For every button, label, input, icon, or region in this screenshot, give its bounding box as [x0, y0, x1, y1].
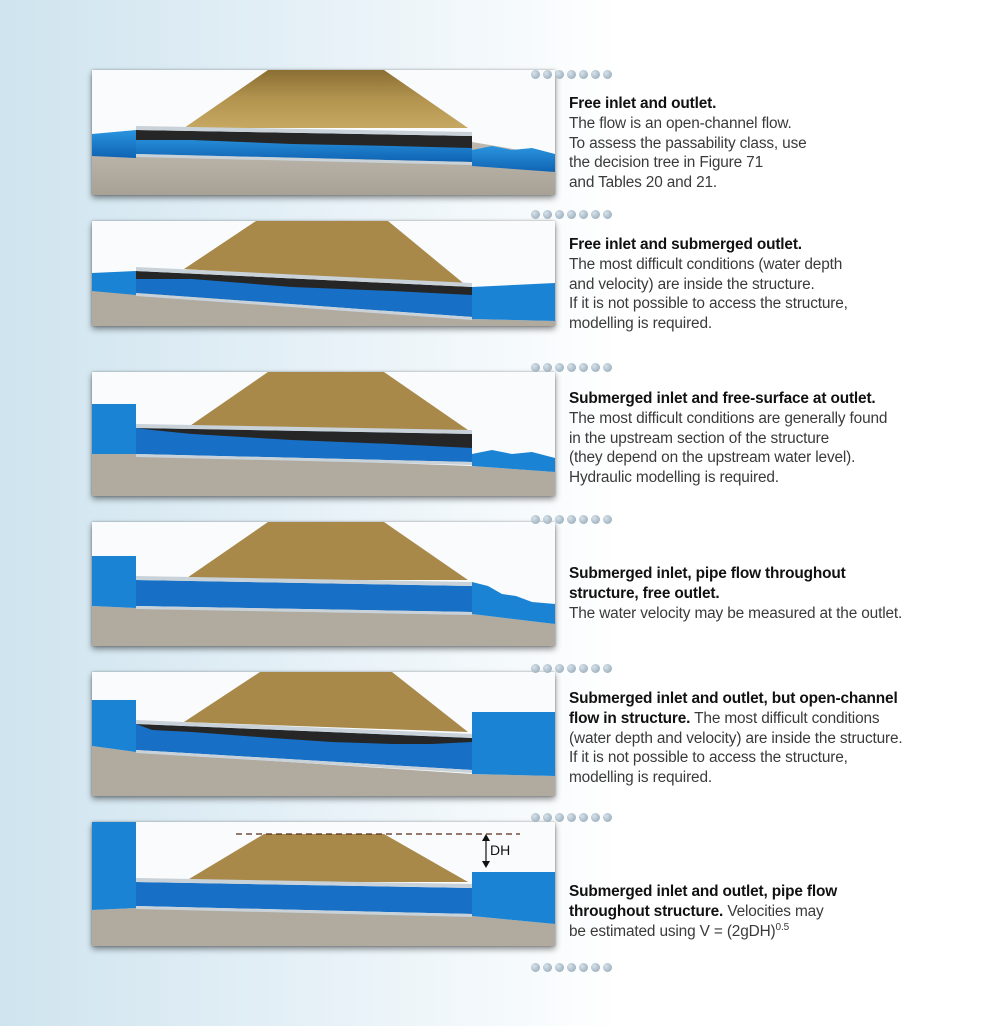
dh-arrow-up-icon [482, 834, 490, 841]
downstream-water [472, 283, 555, 321]
embankment [184, 221, 468, 287]
scenario-3-line: Hydraulic modelling is required. [569, 469, 779, 487]
scenario-3-line: in the upstream section of the structure [569, 429, 830, 447]
scenario-5-heading: Submerged inlet and outlet, but open-cha… [569, 690, 898, 707]
pipe-water [136, 580, 472, 612]
ground [92, 454, 555, 496]
separator-dots [531, 813, 612, 823]
pipe-water [136, 273, 472, 317]
scenario-1-heading: Free inlet and outlet. [569, 95, 717, 112]
scenario-1-line: and Tables 20 and 21. [569, 174, 718, 192]
scenario-5-line: (water depth and velocity) are inside th… [569, 729, 903, 747]
upstream-water [92, 404, 136, 454]
upstream-water [92, 130, 136, 158]
formula-text: be estimated using V = (2gDH) [569, 922, 776, 940]
air-pocket [136, 724, 472, 744]
downstream-water [472, 146, 555, 172]
scenario-4-line: The water velocity may be measured at th… [569, 604, 903, 622]
upstream-water [92, 822, 136, 910]
pipe-bottom [136, 906, 472, 917]
diagram-submerged-inlet-free-outlet-surface [92, 372, 555, 496]
upstream-water [92, 271, 136, 295]
ground [92, 908, 555, 946]
separator-dots [531, 963, 612, 973]
downstream-water [472, 582, 555, 624]
scenario-4-heading: structure, free outlet. [569, 584, 720, 602]
pipe-bottom [136, 606, 472, 615]
downstream-water [472, 712, 555, 776]
velocity-formula: be estimated using V = (2gDH)0.5 [569, 922, 994, 942]
scenario-2-line: If it is not possible to access the stru… [569, 295, 848, 313]
scenario-6-heading: throughout structure. [569, 902, 724, 920]
scenario-6-heading: Submerged inlet and outlet, pipe flow [569, 883, 838, 900]
scenario-2-description: Free inlet and submerged outlet. The mos… [569, 235, 994, 334]
embankment [184, 672, 468, 732]
scenario-5-inline-text: The most difficult conditions [694, 709, 880, 727]
diagram-submerged-inlet-outlet-open-channel [92, 672, 555, 796]
pipe-top [136, 720, 472, 738]
pipe-top [136, 424, 472, 434]
scenario-1-line: The flow is an open-channel flow. [569, 114, 792, 132]
scenario-2-line: modelling is required. [569, 315, 712, 333]
pipe-water [136, 882, 472, 914]
scenario-2-line: The most difficult conditions (water dep… [569, 255, 843, 273]
pipe-bottom [136, 293, 472, 320]
embankment [184, 522, 468, 580]
separator-dots [531, 363, 612, 373]
ground [92, 606, 555, 646]
scenario-1-description: Free inlet and outlet. The flow is an op… [569, 94, 994, 193]
upstream-water [92, 700, 136, 752]
pipe-top [136, 576, 472, 586]
embankment [184, 834, 468, 882]
embankment [184, 372, 468, 430]
formula-exponent: 0.5 [775, 921, 790, 933]
scenario-3-line: (they depend on the upstream water level… [569, 449, 856, 467]
scenario-2-line: and velocity) are inside the structure. [569, 275, 815, 293]
diagram-free-inlet-submerged-outlet [92, 221, 555, 326]
scenario-5-description: Submerged inlet and outlet, but open-cha… [569, 689, 994, 788]
separator-dots [531, 515, 612, 525]
scenario-2-heading: Free inlet and submerged outlet. [569, 236, 802, 253]
diagram-submerged-inlet-pipe-flow-free-outlet [92, 522, 555, 646]
scenario-4-heading: Submerged inlet, pipe flow throughout [569, 565, 846, 582]
scenario-5-heading: flow in structure. [569, 709, 691, 727]
scenario-6-description: Submerged inlet and outlet, pipe flow th… [569, 882, 994, 941]
separator-dots [531, 210, 612, 220]
scenario-5-line: modelling is required. [569, 769, 712, 787]
pipe-bottom [136, 154, 472, 165]
scenario-5-line: If it is not possible to access the stru… [569, 749, 848, 767]
air-pocket [136, 271, 472, 295]
dh-arrow-down-icon [482, 861, 490, 868]
scenario-3-description: Submerged inlet and free-surface at outl… [569, 389, 994, 488]
pipe-top [136, 267, 472, 287]
separator-dots [531, 70, 612, 80]
scenario-1-line: To assess the passability class, use [569, 134, 807, 152]
pipe-bottom [136, 454, 472, 465]
pipe-top [136, 878, 472, 888]
pipe-top [136, 126, 472, 136]
diagram-free-inlet-outlet [92, 70, 555, 195]
upstream-water [92, 556, 136, 608]
downstream-water [472, 872, 555, 924]
dh-label: DH [490, 842, 511, 858]
diagram-submerged-inlet-outlet-pipe-flow: DH [92, 822, 555, 946]
scenario-3-line: The most difficult conditions are genera… [569, 409, 888, 427]
scenario-4-description: Submerged inlet, pipe flow throughout st… [569, 564, 994, 623]
scenario-1-line: the decision tree in Figure 71 [569, 154, 763, 172]
embankment [184, 70, 468, 128]
air-pocket [136, 428, 472, 448]
ground [92, 746, 555, 796]
scenario-6-inline-text: Velocities may [727, 902, 824, 920]
downstream-water [472, 450, 555, 472]
scenario-3-heading: Submerged inlet and free-surface at outl… [569, 390, 876, 407]
separator-dots [531, 664, 612, 674]
pipe-bottom [136, 750, 472, 773]
